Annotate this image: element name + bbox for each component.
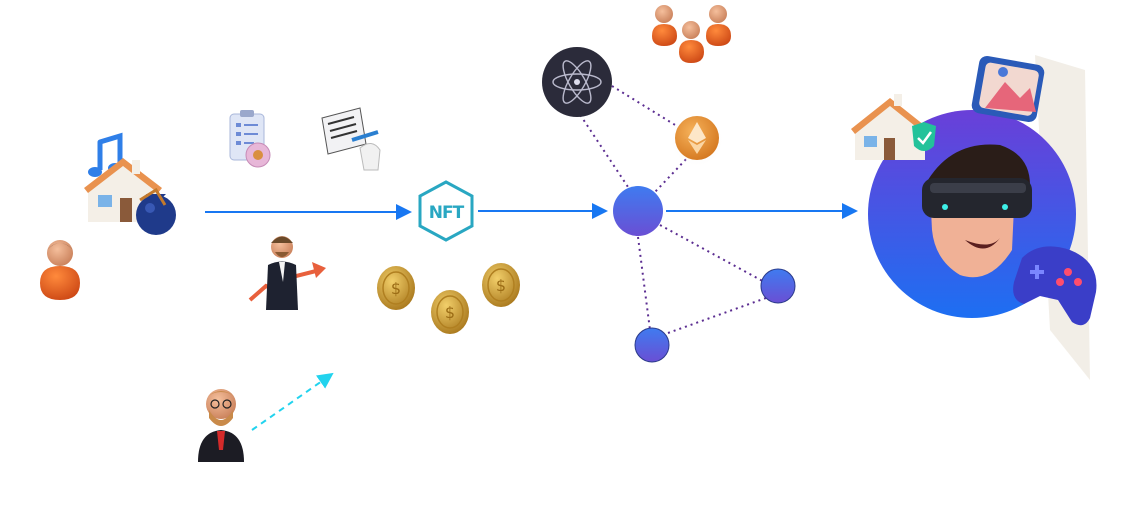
network-node-right: [760, 268, 796, 304]
nft-badge-icon: NFT: [418, 180, 474, 242]
image-gallery-icon: [971, 55, 1045, 123]
money-bag-icon: [136, 187, 176, 235]
shield-check-icon: [912, 122, 936, 151]
network-node-hub: [613, 186, 663, 236]
svg-text:$: $: [391, 279, 401, 298]
businessman-icon: [198, 389, 244, 462]
atom-icon: [542, 47, 612, 117]
document-signing-icon: [321, 107, 381, 171]
network-links: [576, 85, 769, 334]
ethereum-icon: [669, 112, 725, 168]
network-node-bottom: [634, 327, 670, 363]
svg-text:$: $: [496, 276, 506, 295]
gold-coin-icon: $: [482, 263, 520, 307]
dashed-arrow-investor: [251, 372, 334, 431]
businessman-growth-icon: [248, 236, 326, 310]
gamepad-icon: [1013, 246, 1097, 326]
user-avatar-icon: [40, 240, 80, 300]
community-group-icon: [652, 5, 731, 63]
nft-badge-text: NFT: [429, 203, 465, 223]
gold-coin-icon: $: [377, 266, 415, 310]
gold-coin-icon: $: [431, 290, 469, 334]
clipboard-checklist-icon: [229, 110, 271, 168]
svg-text:$: $: [445, 303, 455, 322]
